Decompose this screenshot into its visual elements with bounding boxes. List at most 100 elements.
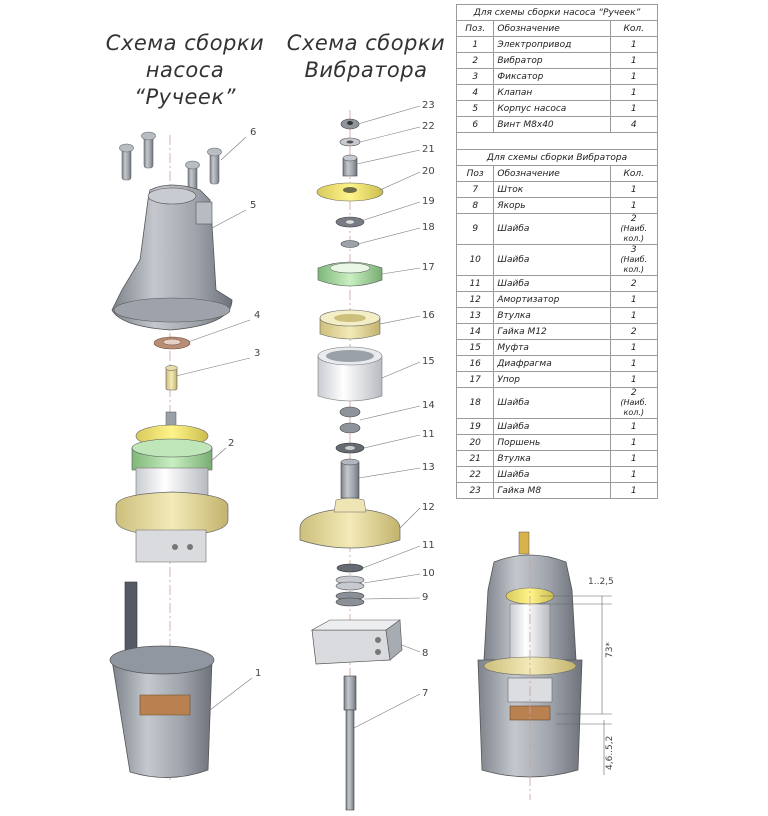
- row-pos: 3: [455, 68, 495, 85]
- row-pos: 4: [455, 84, 495, 101]
- row-qty-note: (Наиб. кол.): [620, 398, 648, 417]
- table1-header-qty: Кол.: [609, 20, 658, 37]
- row-name: Корпус насоса: [493, 100, 611, 117]
- part-8-armature: [310, 619, 403, 665]
- part-14-nuts-m12: [339, 406, 361, 434]
- row-qty: 2(Наиб. кол.): [609, 213, 658, 245]
- row-qty: 1: [609, 291, 658, 308]
- row-name: Вибратор: [493, 52, 611, 69]
- row-name: Электропривод: [493, 36, 611, 53]
- callout-6: 6: [250, 127, 256, 138]
- row-pos: 5: [455, 100, 495, 117]
- row-pos: 21: [455, 450, 495, 467]
- row-name: Диафрагма: [493, 355, 611, 372]
- row-name: Клапан: [493, 84, 611, 101]
- row-qty: 3(Наиб. кол.): [609, 244, 658, 276]
- callout-19: 19: [422, 196, 435, 207]
- row-qty: 1: [609, 418, 658, 435]
- row-qty-value: 1: [630, 71, 637, 82]
- row-qty: 1: [609, 466, 658, 483]
- row-qty-value: 1: [630, 39, 637, 50]
- row-name: Шток: [493, 181, 611, 198]
- row-pos: 19: [455, 418, 495, 435]
- row-pos: 10: [455, 244, 495, 276]
- row-qty-value: 3: [630, 245, 637, 255]
- dimension-stroke: 73*: [605, 642, 615, 658]
- row-name: Шайба: [493, 466, 611, 483]
- row-pos: 12: [455, 291, 495, 308]
- row-qty: 1: [609, 434, 658, 451]
- table2-header-name: Обозначение: [493, 165, 611, 182]
- row-name: Гайка М8: [493, 482, 611, 499]
- row-qty-value: 1: [630, 55, 637, 66]
- part-15-coupling: [317, 346, 383, 402]
- part-4-valve: [153, 336, 191, 350]
- part-1-electric-drive: [109, 581, 215, 778]
- part-7-rod: [343, 675, 357, 811]
- row-qty-value: 2: [630, 278, 637, 289]
- row-qty: 2: [609, 275, 658, 292]
- row-name: Шайба: [493, 213, 611, 245]
- row-pos: 16: [455, 355, 495, 372]
- row-qty-value: 4: [630, 119, 637, 130]
- row-qty-value: 1: [630, 310, 637, 321]
- callout-10: 10: [422, 568, 435, 579]
- callout-14: 14: [422, 400, 435, 411]
- row-pos: 15: [455, 339, 495, 356]
- leader-lines: [175, 105, 421, 729]
- row-pos: 11: [455, 275, 495, 292]
- part-12-shock-absorber: [299, 497, 401, 549]
- row-qty: 1: [609, 181, 658, 198]
- row-qty-value: 2: [630, 214, 637, 224]
- row-name: Шайба: [493, 275, 611, 292]
- row-qty-value: 1: [630, 200, 637, 211]
- callout-4: 4: [254, 310, 260, 321]
- row-pos: 8: [455, 197, 495, 214]
- callout-23: 23: [422, 100, 435, 111]
- callout-12: 12: [422, 502, 435, 513]
- row-pos: 20: [455, 434, 495, 451]
- row-pos: 18: [455, 387, 495, 419]
- row-qty: 1: [609, 450, 658, 467]
- row-name: Шайба: [493, 387, 611, 419]
- row-pos: 22: [455, 466, 495, 483]
- part-9-washers: [335, 591, 365, 607]
- row-pos: 14: [455, 323, 495, 340]
- row-qty: 1: [609, 197, 658, 214]
- part-20-piston: [316, 182, 384, 202]
- part-11-washer-upper: [335, 442, 365, 454]
- row-qty: 2(Наиб. кол.): [609, 387, 658, 419]
- row-pos: 13: [455, 307, 495, 324]
- part-10-washers: [335, 575, 365, 591]
- row-qty-value: 1: [630, 485, 637, 496]
- rucheek-title: Схема сборки насоса “Ручеек”: [105, 31, 265, 109]
- row-qty-note: (Наиб. кол.): [620, 255, 648, 274]
- part-18-washer: [340, 240, 360, 248]
- row-name: Гайка М12: [493, 323, 611, 340]
- part-22-washer: [339, 137, 361, 147]
- row-qty-value: 1: [630, 374, 637, 385]
- part-17-stop: [317, 261, 383, 287]
- row-qty: 1: [609, 482, 658, 499]
- part-23-nut-m8: [340, 118, 360, 130]
- row-name: Шайба: [493, 418, 611, 435]
- part-16-diaphragm: [319, 309, 381, 340]
- assembled-pump-section: [477, 531, 583, 800]
- callout-1: 1: [255, 668, 261, 679]
- vibrator-title: Схема сборки Вибратора: [286, 31, 446, 82]
- part-13-bushing: [340, 458, 360, 499]
